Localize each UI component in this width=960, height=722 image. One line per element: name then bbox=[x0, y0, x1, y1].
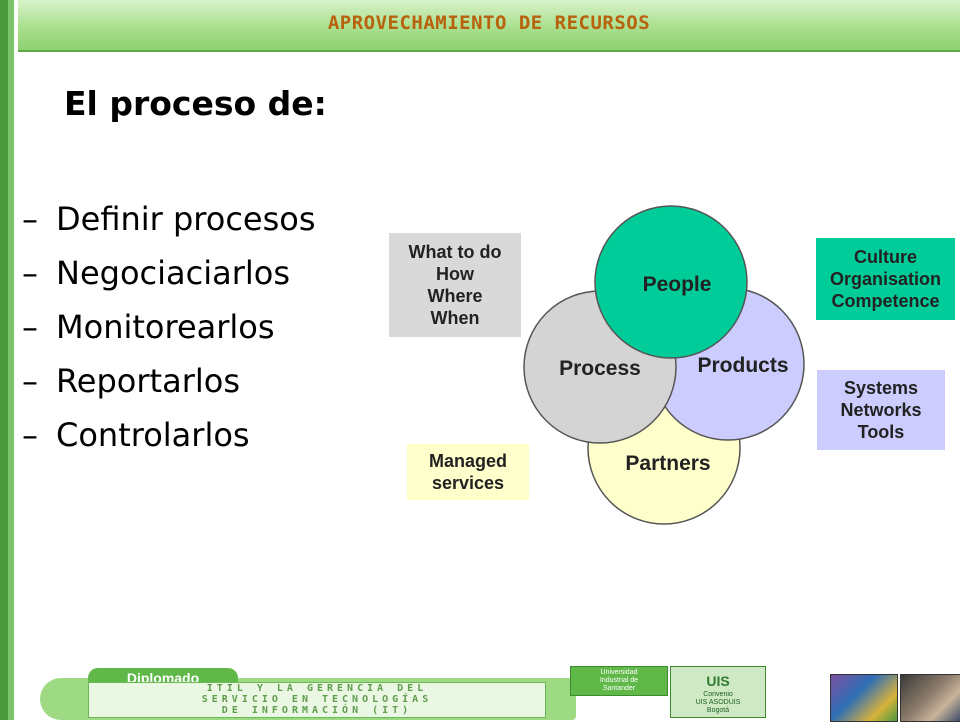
left-accent-bar-light bbox=[8, 0, 14, 720]
bullet-dash: – bbox=[22, 416, 38, 454]
footer: Diplomado ITIL Y LA GERENCIA DEL SERVICI… bbox=[18, 660, 960, 722]
box-line: When bbox=[430, 308, 480, 328]
culture-box: Culture Organisation Competence bbox=[816, 238, 955, 320]
logo-sub-line: Convenio bbox=[703, 691, 733, 698]
subtitle: El proceso de: bbox=[64, 84, 327, 123]
bullet-text: Controlarlos bbox=[56, 416, 250, 454]
bullet-text: Reportarlos bbox=[56, 362, 240, 400]
managed-services-box: Managed services bbox=[407, 444, 529, 500]
bullet-item: –Definir procesos bbox=[22, 192, 316, 246]
bullet-item: –Negociaciarlos bbox=[22, 246, 316, 300]
box-line: Where bbox=[427, 286, 483, 306]
bullet-dash: – bbox=[22, 200, 38, 238]
bullet-list: –Definir procesos –Negociaciarlos –Monit… bbox=[22, 192, 316, 462]
banner-line: ITIL Y LA GERENCIA DEL bbox=[206, 683, 428, 694]
banner-panel: ITIL Y LA GERENCIA DEL SERVICIO EN TECNO… bbox=[88, 682, 546, 718]
bullet-item: –Monitorearlos bbox=[22, 300, 316, 354]
box-line: Competence bbox=[831, 291, 940, 311]
bullet-dash: – bbox=[22, 254, 38, 292]
box-line: services bbox=[431, 473, 505, 493]
university-line: Santander bbox=[602, 685, 636, 692]
bullet-text: Definir procesos bbox=[56, 200, 316, 238]
bullet-text: Monitorearlos bbox=[56, 308, 275, 346]
bullet-dash: – bbox=[22, 362, 38, 400]
box-line: Networks bbox=[840, 400, 922, 420]
box-line: Systems bbox=[843, 378, 919, 398]
bullet-text: Negociaciarlos bbox=[56, 254, 290, 292]
uis-logo: UIS Convenio UIS ASODUIS Bogotá bbox=[670, 666, 766, 718]
bullet-dash: – bbox=[22, 308, 38, 346]
box-line: Culture bbox=[854, 247, 917, 267]
process-label: Process bbox=[559, 357, 641, 380]
people-label: People bbox=[643, 273, 712, 296]
products-label: Products bbox=[697, 354, 788, 377]
box-line: What to do bbox=[408, 242, 502, 262]
partners-label: Partners bbox=[625, 452, 710, 475]
logo-sub-line: Bogotá bbox=[706, 707, 730, 714]
people-photo-image bbox=[900, 674, 960, 722]
four-ps-diagram: People Process Products Partners What to… bbox=[385, 200, 960, 540]
what-to-do-box: What to do How Where When bbox=[389, 233, 521, 337]
box-line: Managed bbox=[428, 451, 507, 471]
banner-line: SERVICIO EN TECNOLOGÍAS bbox=[201, 694, 433, 705]
diagram-circles: People Process Products Partners bbox=[523, 205, 805, 525]
logo-sub-line: UIS ASODUIS bbox=[695, 699, 741, 706]
university-line: Universidad bbox=[600, 669, 638, 676]
uis-logo-sub: Convenio UIS ASODUIS Bogotá bbox=[671, 691, 765, 715]
systems-box: Systems Networks Tools bbox=[817, 370, 945, 450]
uis-logo-text: UIS bbox=[706, 673, 730, 689]
people-circle bbox=[594, 205, 748, 359]
title-bar: APROVECHAMIENTO DE RECURSOS bbox=[18, 0, 960, 52]
university-badge: Universidad Industrial de Santander bbox=[570, 666, 668, 696]
slide-title: APROVECHAMIENTO DE RECURSOS bbox=[327, 12, 651, 34]
banner-line: DE INFORMACIÓN (IT) bbox=[221, 705, 413, 716]
university-line: Industrial de bbox=[599, 677, 639, 684]
box-line: How bbox=[436, 264, 474, 284]
bullet-item: –Reportarlos bbox=[22, 354, 316, 408]
left-accent-bar bbox=[0, 0, 8, 720]
book-cover-image bbox=[830, 674, 898, 722]
bullet-item: –Controlarlos bbox=[22, 408, 316, 462]
box-line: Tools bbox=[857, 422, 905, 442]
box-line: Organisation bbox=[829, 269, 941, 289]
